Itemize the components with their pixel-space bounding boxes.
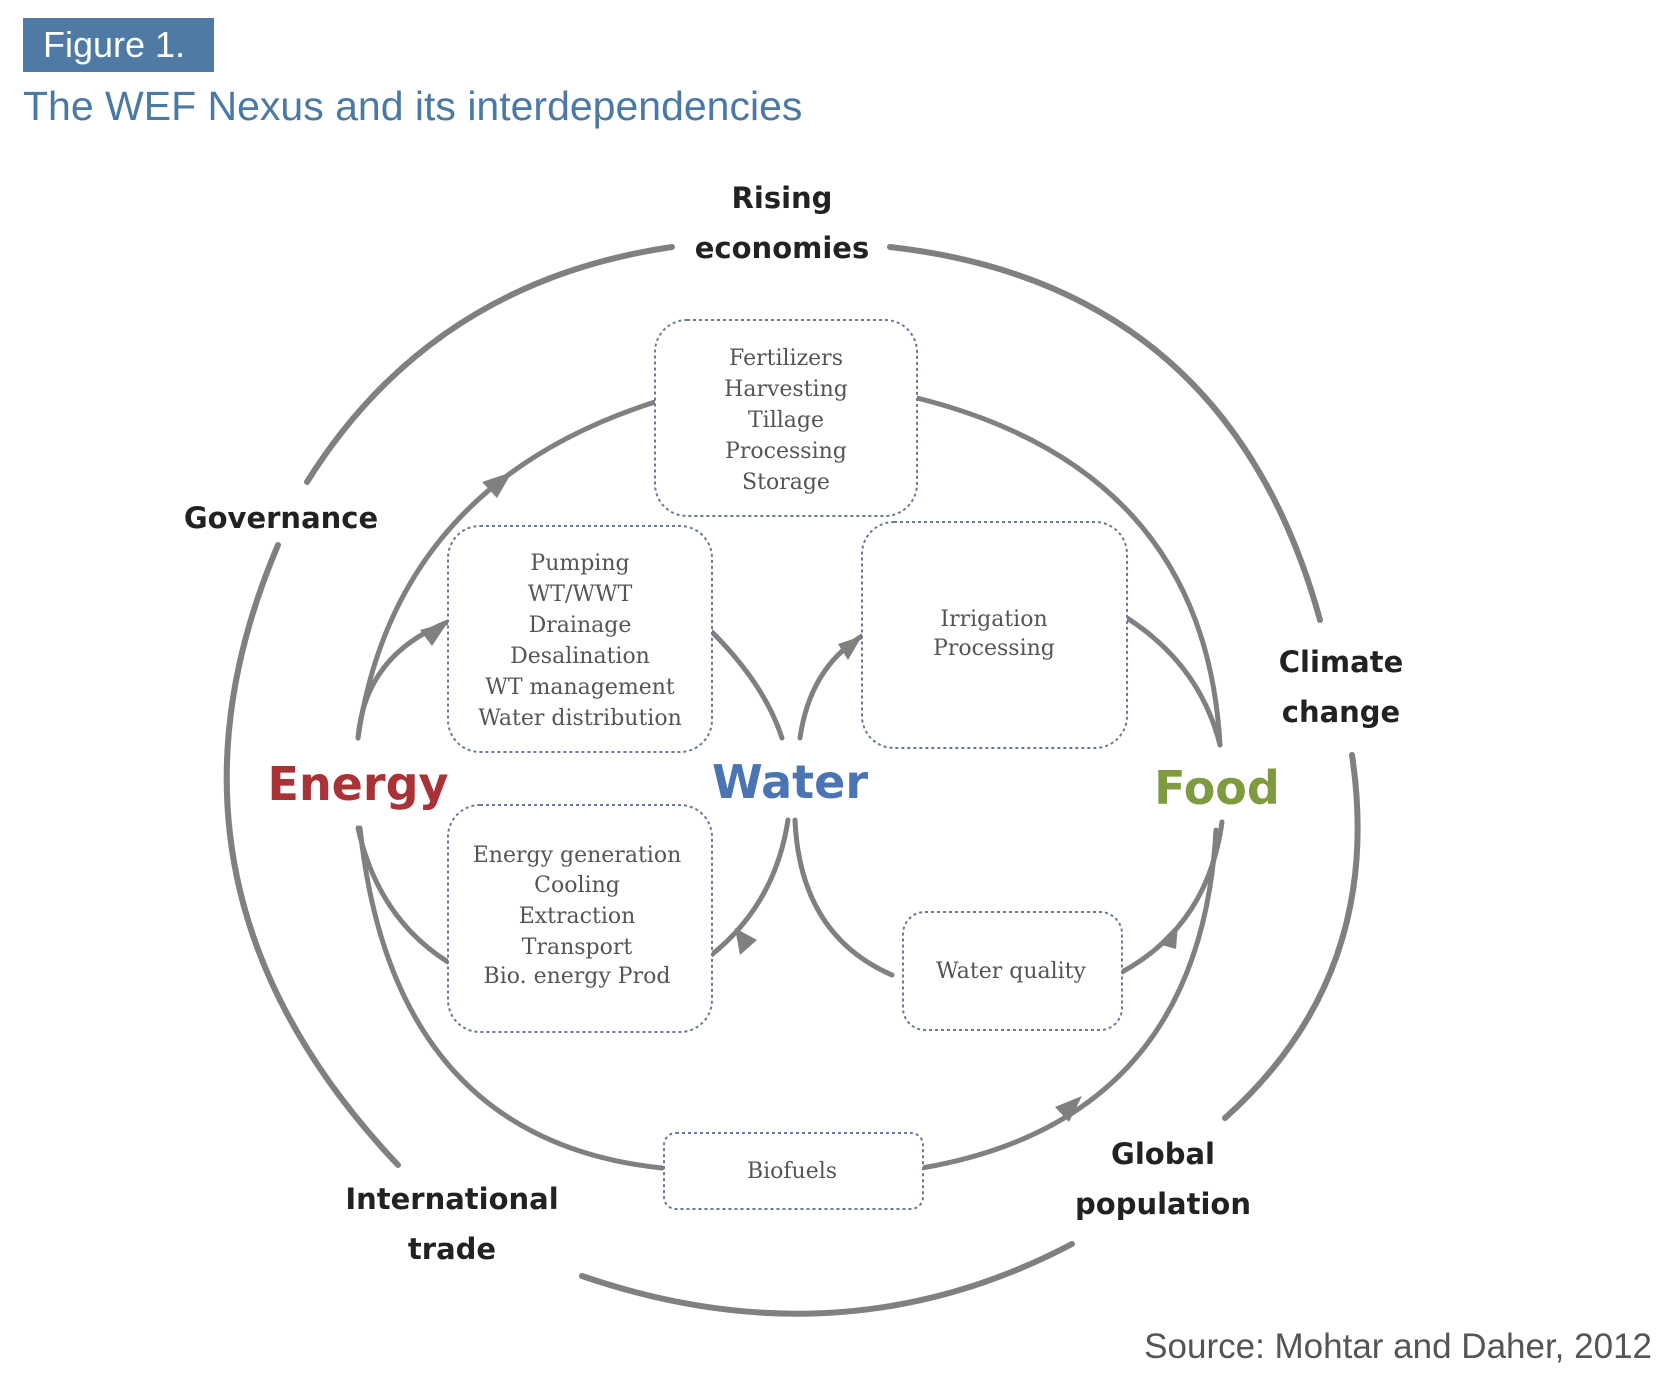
outer-arc-right: [1222, 752, 1361, 1121]
arc-biofuels-to-energy: [357, 825, 665, 1171]
arrowhead-irrigation-arc: [838, 636, 862, 660]
agri-item: Processing: [725, 439, 847, 464]
arc-agri-to-food: [914, 395, 1223, 748]
box-biofuels: [663, 1132, 924, 1210]
box-energy-water: [447, 804, 713, 1033]
energy-water-item: Extraction: [519, 904, 636, 929]
driver-rising-line1: Rising: [732, 181, 833, 215]
driver-global-line1: Global: [1111, 1137, 1215, 1171]
box-texts: Fertilizers Harvesting Tillage Processin…: [473, 346, 1087, 1184]
arc-water-box-to-water: [709, 629, 785, 741]
water-energy-item: WT/WWT: [528, 582, 633, 607]
arc-water-to-quality: [792, 817, 895, 978]
arc-food-to-biofuels: [919, 827, 1219, 1171]
node-water: Water: [712, 755, 868, 809]
node-food: Food: [1154, 761, 1280, 815]
arrowhead-energy-box-arc: [735, 928, 757, 955]
energy-water-item: Transport: [522, 935, 633, 960]
box-water-energy: [447, 525, 713, 753]
driver-labels: Rising economies Governance Climate chan…: [184, 181, 1403, 1266]
driver-governance: Governance: [184, 501, 378, 535]
outer-arc-top-left: [304, 244, 675, 485]
dashed-boxes: [447, 319, 1128, 1210]
biofuels-item: Biofuels: [747, 1159, 837, 1184]
water-energy-item: Pumping: [530, 551, 629, 576]
agri-item: Harvesting: [724, 377, 848, 402]
nexus-nodes: Energy Water Food: [268, 755, 1280, 815]
driver-trade-line2: trade: [408, 1232, 496, 1266]
outer-arc-left: [223, 542, 401, 1168]
water-energy-item: Desalination: [510, 644, 650, 669]
water-energy-item: Water distribution: [478, 706, 682, 731]
source-caption: Source: Mohtar and Daher, 2012: [1144, 1327, 1652, 1366]
driver-rising-line2: economies: [695, 231, 869, 265]
outer-ring: [223, 244, 1361, 1317]
figure-title: The WEF Nexus and its interdependencies: [23, 83, 803, 129]
driver-climate-line2: change: [1282, 695, 1400, 729]
arc-food-to-quality: [1119, 819, 1225, 975]
node-energy: Energy: [268, 757, 449, 811]
driver-global-line2: population: [1075, 1187, 1251, 1221]
arc-water-to-energy-box: [707, 817, 791, 959]
box-agri: [654, 319, 918, 517]
irrigation-item: Irrigation: [940, 607, 1047, 632]
irrigation-item: Processing: [933, 636, 1055, 661]
water-energy-item: WT management: [485, 675, 675, 700]
quality-item: Water quality: [936, 959, 1086, 984]
figure-label: Figure 1.: [23, 18, 214, 72]
arrowheads: [420, 472, 1178, 1122]
arrowhead-quality-arc: [1158, 924, 1178, 949]
box-quality: [902, 911, 1123, 1031]
agri-item: Storage: [742, 470, 830, 495]
agri-item: Fertilizers: [729, 346, 843, 371]
box-irrigation: [861, 521, 1128, 749]
arrowhead-agri-arc: [482, 472, 512, 498]
energy-water-item: Cooling: [534, 873, 620, 898]
arrowhead-water-box-arc: [420, 622, 448, 646]
outer-arc-top-right: [887, 244, 1323, 623]
agri-item: Tillage: [748, 408, 824, 433]
driver-climate-line1: Climate: [1279, 645, 1403, 679]
driver-trade-line1: International: [345, 1182, 558, 1216]
energy-water-item: Bio. energy Prod: [484, 964, 671, 989]
arrowhead-biofuels-arc: [1055, 1096, 1082, 1122]
outer-arc-bottom: [579, 1241, 1075, 1317]
energy-water-item: Energy generation: [473, 843, 681, 868]
arc-irrigation-to-food: [1124, 615, 1223, 748]
arc-energy-to-agri: [355, 399, 658, 741]
water-energy-item: Drainage: [529, 613, 632, 638]
